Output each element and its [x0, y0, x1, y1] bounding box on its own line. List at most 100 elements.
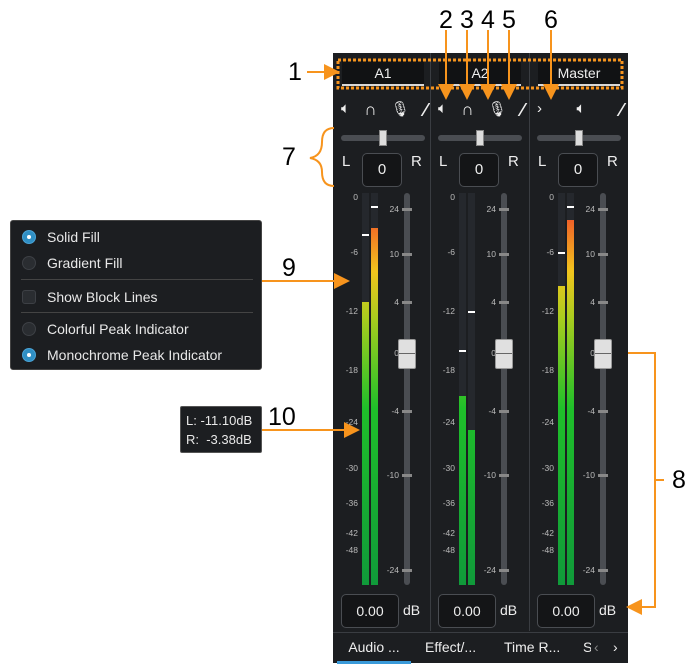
meter-scale-label: -12 — [345, 306, 358, 316]
fader-tick — [402, 208, 412, 211]
level-meter-right — [371, 193, 378, 585]
speaker-icon[interactable]: 🔈︎ — [576, 100, 586, 117]
tab-more[interactable]: S — [583, 639, 591, 655]
microphone-icon[interactable]: 🎙︎ — [487, 101, 507, 118]
meter-scale-label: -42 — [345, 528, 358, 538]
fader-scale-label: -24 — [483, 565, 496, 575]
channel-name[interactable]: A1 — [342, 61, 424, 86]
fader-tick — [499, 253, 509, 256]
channel-icons: › 🔈︎ ⁄ — [537, 100, 623, 121]
volume-fader-track[interactable] — [501, 193, 507, 585]
meter-scale-label: -18 — [345, 365, 358, 375]
pan-right-label: R — [508, 153, 519, 170]
tooltip-left: L: -11.10dB — [186, 413, 253, 428]
checkbox[interactable] — [22, 290, 36, 304]
callout-2: 2 — [439, 6, 453, 34]
pan-knob[interactable] — [379, 130, 387, 146]
pan-knob[interactable] — [476, 130, 484, 146]
fader-tick — [499, 569, 509, 572]
gain-value-input[interactable]: 0.00 — [341, 594, 399, 628]
meter-scale-label: -30 — [541, 463, 554, 473]
callout-3: 3 — [460, 6, 474, 34]
menu-item-label: Monochrome Peak Indicator — [47, 347, 223, 363]
menu-item-show-block-lines[interactable]: Show Block Lines — [11, 285, 261, 309]
peak-indicator — [567, 206, 574, 209]
radio-button[interactable] — [22, 256, 36, 270]
meter-scale-label: -42 — [442, 528, 455, 538]
header-highlight — [336, 58, 624, 90]
menu-divider — [21, 312, 253, 313]
scroll-right-icon[interactable]: › — [613, 639, 618, 655]
meter-scale-label: 0 — [353, 192, 358, 202]
pan-slider[interactable] — [438, 130, 522, 146]
gain-unit-label: dB — [599, 602, 617, 618]
menu-item-gradient-fill[interactable]: Gradient Fill — [11, 251, 261, 275]
menu-item-label: Colorful Peak Indicator — [47, 321, 189, 337]
meter-scale-label: -30 — [442, 463, 455, 473]
meter-scale-label: -6 — [350, 247, 358, 257]
meter-scale-label: -24 — [442, 417, 455, 427]
radio-button[interactable] — [22, 322, 36, 336]
menu-item-label: Gradient Fill — [47, 255, 123, 271]
fader-tick — [499, 474, 509, 477]
pan-right-label: R — [411, 153, 422, 170]
volume-fader-track[interactable] — [600, 193, 606, 585]
magic-wand-icon[interactable]: ⁄ — [423, 100, 427, 120]
scroll-left-icon[interactable]: ‹ — [594, 639, 599, 655]
menu-item-label: Solid Fill — [47, 229, 100, 245]
volume-fader-knob[interactable] — [398, 339, 416, 369]
level-meter-left — [558, 193, 565, 585]
volume-fader-track[interactable] — [404, 193, 410, 585]
level-tooltip: L: -11.10dB R: -3.38dB — [180, 406, 262, 453]
volume-fader-knob[interactable] — [594, 339, 612, 369]
fader-tick — [402, 410, 412, 413]
channel-divider — [430, 53, 431, 631]
meter-unfilled — [362, 193, 369, 303]
speaker-icon[interactable]: 🔈︎ — [341, 100, 351, 117]
fader-scale-label: 0 — [491, 348, 496, 358]
meter-scale-label: 0 — [450, 192, 455, 202]
callout-5: 5 — [502, 6, 516, 34]
pan-knob[interactable] — [575, 130, 583, 146]
speaker-icon[interactable]: 🔈︎ — [438, 100, 448, 117]
gain-value-input[interactable]: 0.00 — [438, 594, 496, 628]
channel-icons: 🔈︎ ∩ 🎙︎ ⁄ — [341, 100, 427, 121]
fader-tick — [402, 569, 412, 572]
radio-button[interactable] — [22, 348, 36, 362]
pan-value-input[interactable]: 0 — [459, 153, 499, 187]
meter-scale-label: -12 — [442, 306, 455, 316]
pan-value-input[interactable]: 0 — [362, 153, 402, 187]
microphone-icon[interactable]: 🎙︎ — [390, 101, 410, 118]
fader-tick — [499, 410, 509, 413]
menu-item-solid-fill[interactable]: Solid Fill — [11, 225, 261, 249]
meter-scale-label: -36 — [442, 498, 455, 508]
expand-chevron-icon[interactable]: › — [537, 100, 542, 117]
meter-scale-label: -6 — [546, 247, 554, 257]
pan-value-input[interactable]: 0 — [558, 153, 598, 187]
tab-effect[interactable]: Effect/... — [425, 639, 477, 655]
magic-wand-icon[interactable]: ⁄ — [619, 100, 623, 120]
headphones-icon[interactable]: ∩ — [461, 100, 474, 119]
radio-button[interactable] — [22, 230, 36, 244]
pan-slider[interactable] — [537, 130, 621, 146]
fader-scale-label: 4 — [394, 297, 399, 307]
pan-slider[interactable] — [341, 130, 425, 146]
meter-scale-label: -36 — [345, 498, 358, 508]
bottom-tab-bar: Audio ... Effect/... Time R... S ‹ › — [333, 632, 628, 664]
meter-scale-label: -48 — [345, 545, 358, 555]
peak-indicator — [459, 350, 466, 353]
tab-time[interactable]: Time R... — [504, 639, 561, 655]
meter-scale-label: -18 — [442, 365, 455, 375]
fader-scale-label: -10 — [582, 470, 595, 480]
headphones-icon[interactable]: ∩ — [364, 100, 377, 119]
peak-indicator — [558, 252, 565, 254]
menu-item-monochrome-peak-indicator[interactable]: Monochrome Peak Indicator — [11, 343, 261, 367]
magic-wand-icon[interactable]: ⁄ — [520, 100, 524, 120]
meter-scale-label: 0 — [549, 192, 554, 202]
menu-item-colorful-peak-indicator[interactable]: Colorful Peak Indicator — [11, 317, 261, 341]
gain-value-input[interactable]: 0.00 — [537, 594, 595, 628]
volume-fader-knob[interactable] — [495, 339, 513, 369]
tab-audio[interactable]: Audio ... — [337, 633, 411, 664]
level-meter-right — [567, 193, 574, 585]
